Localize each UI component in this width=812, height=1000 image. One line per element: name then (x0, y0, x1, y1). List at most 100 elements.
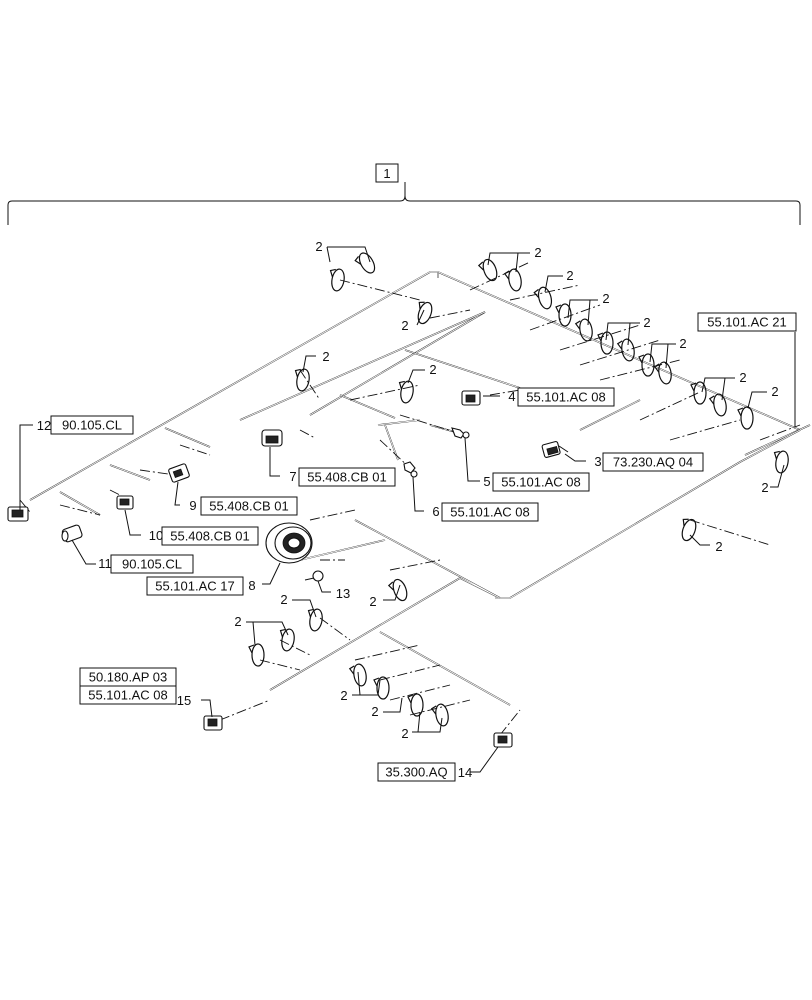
wire-core (164, 427, 211, 448)
wire-core (377, 419, 421, 426)
callout-number: 14 (458, 765, 472, 780)
callout-item-ref: 55.101.AC 21 (697, 312, 797, 332)
clip (430, 703, 449, 727)
callout-number: 8 (248, 578, 255, 593)
wire-core (309, 311, 486, 416)
connector-8 (265, 522, 313, 564)
reference-box (492, 472, 590, 492)
clip-item-number: 2 (534, 245, 541, 260)
reference-code: 55.101.AC 17 (155, 579, 235, 594)
reference-code: 55.408.CB 01 (307, 470, 387, 485)
harness-wires (29, 271, 811, 706)
reference-code: 90.105.CL (62, 418, 122, 433)
wire-core (239, 311, 486, 421)
callout-item-7: 7 55.408.CB 01 (289, 467, 396, 487)
connector-12 (7, 506, 29, 522)
reference-box (79, 685, 177, 705)
clip-item-number: 2 (602, 291, 609, 306)
callout-number: 6 (432, 504, 439, 519)
reference-code: 55.101.AC 08 (88, 688, 168, 703)
connector-4 (461, 390, 481, 406)
wire-core (339, 394, 396, 419)
wire-core (299, 539, 386, 561)
clip (248, 643, 265, 667)
reference-box (517, 387, 615, 407)
ring-terminal-13 (304, 570, 324, 582)
clip-item-number: 2 (340, 688, 347, 703)
connector-7 (261, 429, 283, 447)
clip-leaders (246, 246, 785, 733)
clip-item-number: 2 (280, 592, 287, 607)
reference-box (602, 452, 704, 472)
reference-code: 90.105.CL (122, 557, 182, 572)
clip (398, 380, 414, 404)
clip (387, 578, 408, 602)
reference-box (697, 312, 797, 332)
connector-3 (541, 441, 569, 458)
wire-core (404, 349, 521, 389)
callout-number: 5 (483, 474, 490, 489)
callout-number: 9 (189, 498, 196, 513)
connector-14 (493, 732, 513, 748)
callout-number: 7 (289, 469, 296, 484)
callout-number: 12 (37, 418, 51, 433)
clip (477, 258, 498, 282)
callout-item-8: 8 55.101.AC 17 (146, 576, 256, 596)
clip-item-number: 2 (566, 268, 573, 283)
clip (417, 301, 433, 325)
clip-item-number: 2 (369, 594, 376, 609)
wire-core (744, 424, 811, 456)
clip (737, 406, 754, 430)
reference-code: 50.180.AP 03 (89, 670, 168, 685)
clip (773, 450, 789, 474)
clip-item-number: 2 (429, 362, 436, 377)
reference-code: 55.101.AC 08 (450, 505, 530, 520)
clip (574, 318, 593, 342)
clip (708, 393, 727, 417)
clip (329, 268, 345, 292)
wire-core (354, 519, 501, 599)
reference-box (50, 415, 134, 435)
clip-item-number: 2 (739, 370, 746, 385)
clip-item-number: 2 (371, 704, 378, 719)
reference-box (200, 496, 298, 516)
connector-15 (203, 715, 223, 731)
callout-leaders (19, 332, 796, 773)
clip (503, 268, 522, 292)
clip (348, 663, 367, 687)
callout-item-12: 12 90.105.CL (37, 415, 134, 435)
assembly-item-number: 1 (383, 166, 390, 181)
clip-item-number: 2 (643, 315, 650, 330)
clip-item-number: 2 (322, 349, 329, 364)
wire-core (379, 631, 511, 706)
reference-box (110, 554, 194, 574)
clip (555, 303, 572, 327)
callout-number: 4 (508, 389, 515, 404)
clip (533, 286, 553, 310)
callout-number: 10 (149, 528, 163, 543)
reference-code: 55.101.AC 21 (707, 315, 787, 330)
wire-core (269, 577, 461, 691)
callout-item-6: 6 55.101.AC 08 (432, 502, 539, 522)
assembly-bracket: 1 (7, 163, 801, 225)
clip-item-number: 2 (679, 336, 686, 351)
connector-10 (116, 495, 134, 510)
clip (373, 676, 390, 700)
clip (690, 381, 707, 405)
wire-core (495, 429, 801, 599)
clip (681, 518, 697, 542)
clip (407, 693, 424, 717)
reference-box (146, 576, 244, 596)
clip-item-number: 2 (771, 384, 778, 399)
clip-item-number: 2 (715, 539, 722, 554)
callout-number: 13 (336, 586, 350, 601)
clip (638, 353, 655, 377)
clip (307, 608, 323, 632)
